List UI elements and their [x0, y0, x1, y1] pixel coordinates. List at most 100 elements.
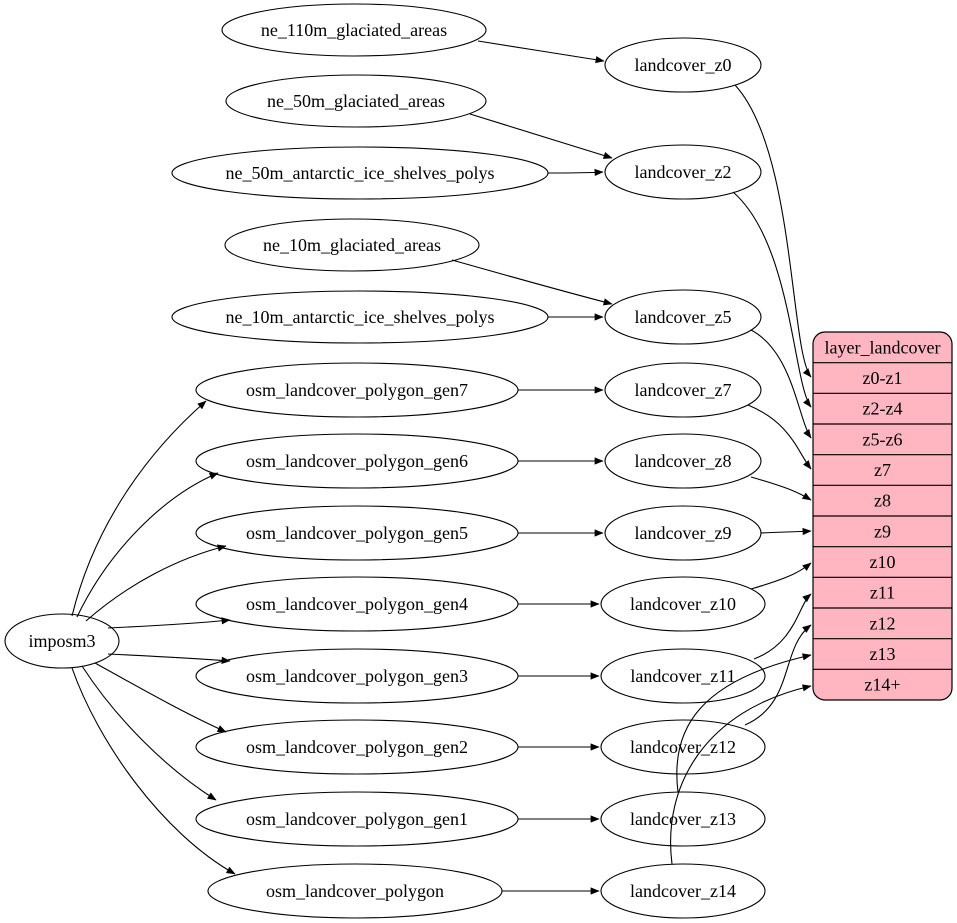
- node-landcover_z12: landcover_z12: [600, 719, 766, 775]
- node-osm_landcover_polygon_gen6: osm_landcover_polygon_gen6: [195, 433, 519, 489]
- edge-landcover_z11->layer_landcover:z11: [753, 593, 812, 660]
- node-label-osm_landcover_polygon_gen6: osm_landcover_polygon_gen6: [246, 451, 468, 471]
- edge-ne_50m_glaciated_areas->landcover_z2: [469, 113, 613, 159]
- node-ne_50m_antarctic_ice_shelves_polys: ne_50m_antarctic_ice_shelves_polys: [171, 146, 549, 200]
- edge-landcover_z8->layer_landcover:z8: [750, 476, 812, 501]
- node-ne_10m_antarctic_ice_shelves_polys: ne_10m_antarctic_ice_shelves_polys: [171, 290, 549, 344]
- node-label-osm_landcover_polygon_gen7: osm_landcover_polygon_gen7: [246, 380, 468, 400]
- edge-imposm3->osm_landcover_polygon_gen5: [85, 544, 227, 622]
- edge-landcover_z2->layer_landcover:z2-z4: [732, 191, 812, 408]
- node-label-osm_landcover_polygon_gen3: osm_landcover_polygon_gen3: [246, 666, 468, 686]
- record-row-z9: z9: [874, 521, 891, 541]
- node-layer_landcover: layer_landcover z0-z1 z2-z4 z5-z6 z7 z8 z9 z10 z…: [812, 331, 953, 701]
- node-landcover_z2: landcover_z2: [604, 144, 762, 200]
- node-label-landcover_z9: landcover_z9: [635, 523, 732, 543]
- node-label-landcover_z7: landcover_z7: [635, 380, 732, 400]
- record-row-z10: z10: [870, 552, 896, 572]
- node-label-landcover_z0: landcover_z0: [635, 55, 732, 75]
- edge-landcover_z14->layer_landcover:z14+: [670, 684, 812, 865]
- node-ellipse-landcover_z7: [604, 362, 762, 418]
- edge-imposm3->osm_landcover_polygon_gen1: [81, 665, 217, 801]
- node-osm_landcover_polygon_gen1: osm_landcover_polygon_gen1: [195, 791, 519, 847]
- edge-imposm3->osm_landcover_polygon_gen7: [71, 400, 207, 617]
- node-label-landcover_z10: landcover_z10: [630, 594, 736, 614]
- node-ellipse-landcover_z8: [604, 433, 762, 489]
- node-label-ne_50m_glaciated_areas: ne_50m_glaciated_areas: [267, 91, 445, 111]
- node-osm_landcover_polygon_gen5: osm_landcover_polygon_gen5: [195, 505, 519, 561]
- node-osm_landcover_polygon: osm_landcover_polygon: [207, 863, 503, 919]
- node-landcover_z9: landcover_z9: [604, 505, 762, 561]
- edge-landcover_z5->layer_landcover:z5-z6: [750, 329, 812, 439]
- edge-imposm3->osm_landcover_polygon_gen4: [107, 617, 231, 629]
- node-label-ne_50m_antarctic_ice_shelves_polys: ne_50m_antarctic_ice_shelves_polys: [226, 163, 495, 183]
- node-ellipse-landcover_z11: [600, 648, 766, 704]
- edge-landcover_z13->layer_landcover:z13: [676, 653, 812, 793]
- node-landcover_z0: landcover_z0: [604, 37, 762, 93]
- record-row-z7: z7: [874, 460, 891, 480]
- node-ellipse-ne_110m_glaciated_areas: [221, 3, 487, 57]
- node-osm_landcover_polygon_gen2: osm_landcover_polygon_gen2: [195, 719, 519, 775]
- node-imposm3: imposm3: [4, 613, 120, 669]
- node-landcover_z8: landcover_z8: [604, 433, 762, 489]
- node-ellipse-landcover_z0: [604, 37, 762, 93]
- record-title: layer_landcover: [825, 337, 941, 357]
- edge-landcover_z9->layer_landcover:z9: [760, 527, 812, 536]
- node-osm_landcover_polygon_gen3: osm_landcover_polygon_gen3: [195, 648, 519, 704]
- node-label-ne_10m_antarctic_ice_shelves_polys: ne_10m_antarctic_ice_shelves_polys: [226, 307, 495, 327]
- edge-landcover_z10->layer_landcover:z10: [750, 562, 812, 590]
- edge-ne_10m_glaciated_areas->landcover_z5: [451, 259, 613, 306]
- node-landcover_z7: landcover_z7: [604, 362, 762, 418]
- node-ellipse-landcover_z13: [600, 791, 766, 847]
- node-ne_10m_glaciated_areas: ne_10m_glaciated_areas: [224, 218, 480, 272]
- node-ellipse-landcover_z10: [600, 576, 766, 632]
- node-label-landcover_z11: landcover_z11: [630, 666, 735, 686]
- node-osm_landcover_polygon_gen7: osm_landcover_polygon_gen7: [195, 362, 519, 418]
- edge-imposm3->osm_landcover_polygon: [71, 667, 236, 875]
- edge-landcover_z0->layer_landcover:z0-z1: [734, 84, 812, 378]
- edge-ne_50m_antarctic_ice_shelves_polys->landcover_z2: [547, 168, 604, 177]
- record-row-z0-z1: z0-z1: [863, 368, 903, 388]
- node-label-ne_110m_glaciated_areas: ne_110m_glaciated_areas: [261, 20, 447, 40]
- edge-landcover_z12->layer_landcover:z12: [744, 624, 812, 726]
- node-landcover_z10: landcover_z10: [600, 576, 766, 632]
- edge-ne_110m_glaciated_areas->landcover_z0: [477, 40, 605, 64]
- edge-imposm3->osm_landcover_polygon_gen6: [76, 472, 219, 618]
- edge-landcover_z7->layer_landcover:z7: [747, 404, 812, 470]
- record-row-z14+: z14+: [864, 675, 900, 695]
- node-label-landcover_z13: landcover_z13: [630, 809, 736, 829]
- record-row-z12: z12: [870, 613, 896, 633]
- node-ellipse-imposm3: [4, 613, 120, 669]
- node-label-landcover_z14: landcover_z14: [630, 881, 736, 901]
- node-landcover_z11: landcover_z11: [600, 648, 766, 704]
- record-row-z5-z6: z5-z6: [863, 429, 903, 449]
- node-label-landcover_z2: landcover_z2: [635, 162, 732, 182]
- record-row-z2-z4: z2-z4: [863, 399, 903, 419]
- node-label-osm_landcover_polygon_gen1: osm_landcover_polygon_gen1: [246, 809, 468, 829]
- node-label-ne_10m_glaciated_areas: ne_10m_glaciated_areas: [263, 235, 441, 255]
- node-label-osm_landcover_polygon: osm_landcover_polygon: [266, 881, 444, 901]
- node-label-osm_landcover_polygon_gen2: osm_landcover_polygon_gen2: [246, 737, 468, 757]
- node-landcover_z13: landcover_z13: [600, 791, 766, 847]
- node-ellipse-landcover_z5: [604, 289, 762, 345]
- node-ellipse-ne_10m_glaciated_areas: [224, 218, 480, 272]
- node-osm_landcover_polygon_gen4: osm_landcover_polygon_gen4: [195, 576, 519, 632]
- node-landcover_z14: landcover_z14: [600, 863, 766, 919]
- record-row-z8: z8: [874, 491, 891, 511]
- node-ne_110m_glaciated_areas: ne_110m_glaciated_areas: [221, 3, 487, 57]
- node-landcover_z5: landcover_z5: [604, 289, 762, 345]
- node-label-imposm3: imposm3: [28, 631, 95, 651]
- node-label-landcover_z12: landcover_z12: [630, 737, 736, 757]
- edge-imposm3->osm_landcover_polygon_gen3: [107, 653, 231, 664]
- node-label-landcover_z8: landcover_z8: [635, 451, 732, 471]
- record-row-z13: z13: [870, 644, 896, 664]
- node-label-osm_landcover_polygon_gen4: osm_landcover_polygon_gen4: [246, 594, 468, 614]
- node-label-osm_landcover_polygon_gen5: osm_landcover_polygon_gen5: [246, 523, 468, 543]
- node-ellipse-ne_50m_glaciated_areas: [225, 74, 487, 128]
- edge-imposm3->osm_landcover_polygon_gen2: [94, 662, 227, 733]
- node-ne_50m_glaciated_areas: ne_50m_glaciated_areas: [225, 74, 487, 128]
- node-ellipse-landcover_z12: [600, 719, 766, 775]
- record-row-z11: z11: [870, 583, 895, 603]
- node-ellipse-landcover_z2: [604, 144, 762, 200]
